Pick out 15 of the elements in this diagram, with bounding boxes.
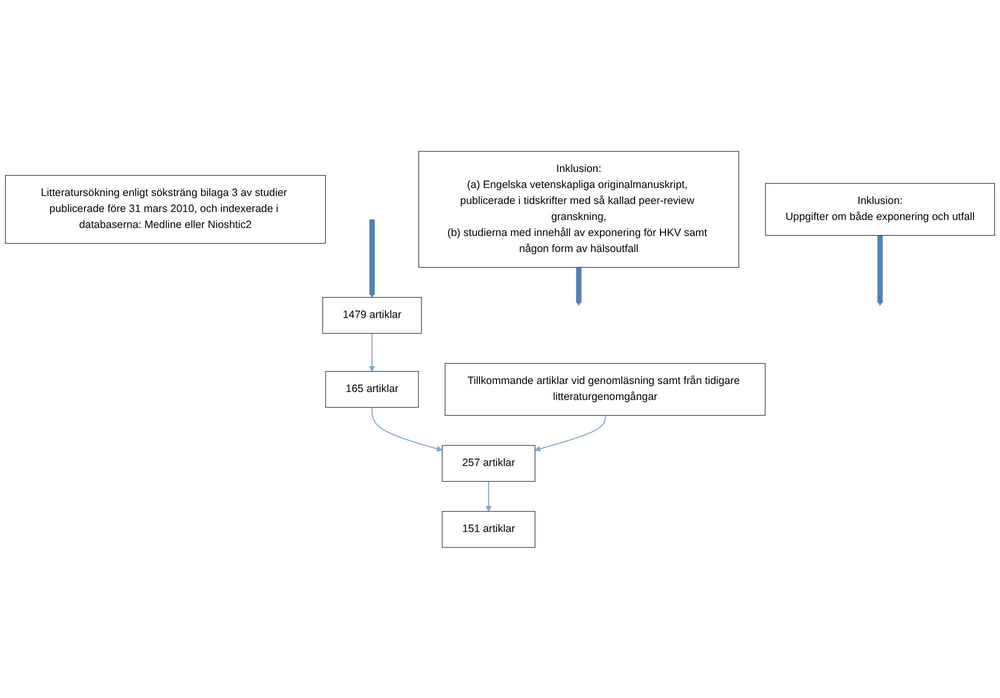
arrow xyxy=(576,266,582,306)
arrow xyxy=(877,234,883,306)
arrow xyxy=(369,218,375,298)
arrow xyxy=(486,480,492,512)
node-box: Inklusion: (a) Engelska vetenskapliga originalmanuskript, publicerade i tidskrifter med så kallad peer-review granskning, (b) studierna med innehåll av exponering för HKV samt någon form av hälsoutfall xyxy=(418,150,740,268)
arrow xyxy=(369,332,375,372)
node-box: Inklusion: Uppgifter om både exponering och utfall xyxy=(765,182,995,236)
node-box: Litteratursökning enligt söksträng bilaga 3 av studier publicerade före 31 mars 2010, och indexerade i databaserna: Medline eller Nioshtic2 xyxy=(5,174,326,244)
node-box: 151 artiklar xyxy=(442,510,536,548)
node-box: 257 artiklar xyxy=(442,444,536,482)
arrow xyxy=(372,406,442,452)
node-box: 165 artiklar xyxy=(325,370,419,408)
node-box: Tillkommande artiklar vid genomläsning samt från tidigare litteraturgenomgångar xyxy=(444,362,766,416)
arrow xyxy=(534,414,606,452)
node-box: 1479 artiklar xyxy=(322,296,422,334)
